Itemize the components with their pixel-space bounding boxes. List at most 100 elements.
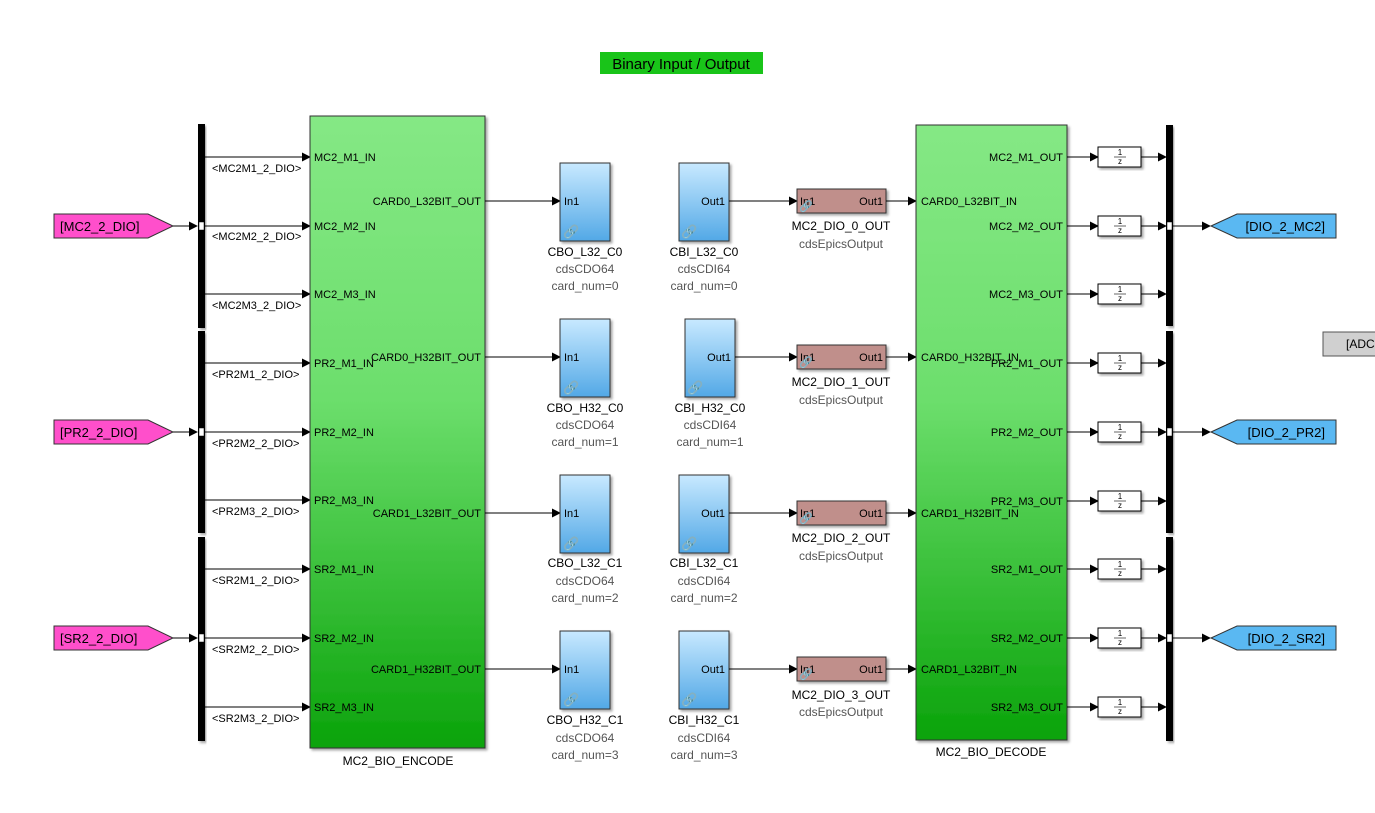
unit-delay-7: 1z [1097, 627, 1142, 649]
signal-label: <SR2M3_2_DIO> [212, 713, 299, 725]
link-icon: 🔗 [563, 535, 579, 552]
block-name: CBI_H32_C0 [675, 401, 746, 415]
port-label: Out1 [701, 196, 725, 208]
port-label: CARD0_L32BIT_OUT [373, 196, 481, 208]
cdi-block-2[interactable]: Out1 🔗 CBI_L32_C1 cdsCDI64 card_num=2 [670, 474, 739, 605]
link-icon: 🔗 [799, 667, 813, 681]
port-label: Out1 [701, 508, 725, 520]
cdo-block-0[interactable]: In1 🔗 CBO_L32_C0 cdsCDO64 card_num=0 [548, 162, 623, 293]
unit-delay-5: 1z [1097, 490, 1142, 512]
port-label: MC2_M3_IN [314, 289, 376, 301]
link-icon: 🔗 [799, 511, 813, 525]
svg-text:[SR2_2_DIO]: [SR2_2_DIO] [60, 631, 137, 646]
output-tag-pr2[interactable]: [DIO_2_PR2] [1209, 419, 1337, 445]
port-label: CARD1_L32BIT_OUT [373, 508, 481, 520]
svg-text:1: 1 [1118, 423, 1123, 432]
epics-block-0[interactable]: In1 Out1 🔗 MC2_DIO_0_OUT cdsEpicsOutput [792, 188, 891, 251]
decode-output-ports: MC2_M1_OUT MC2_M2_OUT MC2_M3_OUT PR2_M1_… [989, 152, 1063, 714]
svg-text:z: z [1118, 569, 1122, 578]
block-param: card_num=3 [670, 748, 737, 762]
offscreen-adc-tag[interactable]: [ADC [1322, 331, 1375, 357]
block-param: card_num=1 [676, 435, 743, 449]
bus-selector-left[interactable] [198, 124, 205, 741]
block-name: CBI_H32_C1 [669, 713, 740, 727]
cdo-block-3[interactable]: In1 🔗 CBO_H32_C1 cdsCDO64 card_num=3 [547, 630, 624, 762]
block-name: CBI_L32_C1 [670, 556, 739, 570]
decode-input-ports: CARD0_L32BIT_IN CARD0_H32BIT_IN CARD1_H3… [921, 196, 1019, 676]
svg-text:1: 1 [1118, 285, 1123, 294]
port-label: PR2_M3_OUT [991, 496, 1063, 508]
port-label: Out1 [859, 352, 883, 364]
block-type: cdsCDO64 [556, 418, 615, 432]
unit-delay-0: 1z [1097, 146, 1142, 168]
svg-text:Binary Input / Output: Binary Input / Output [612, 56, 750, 73]
port-label: MC2_M1_IN [314, 152, 376, 164]
diagram-title: Binary Input / Output [600, 52, 763, 74]
block-type: cdsCDI64 [684, 418, 737, 432]
block-type: cdsCDI64 [678, 731, 731, 745]
bus-signal-lines [205, 152, 311, 712]
block-type: cdsCDO64 [556, 262, 615, 276]
encode-output-ports: CARD0_L32BIT_OUT CARD0_H32BIT_OUT CARD1_… [371, 196, 481, 676]
svg-text:1: 1 [1118, 698, 1123, 707]
encode-subsystem[interactable] [309, 115, 486, 749]
link-icon: 🔗 [799, 355, 813, 369]
signal-label: <MC2M1_2_DIO> [212, 163, 301, 175]
tag-to-selector-lines [173, 221, 198, 643]
port-label: CARD1_L32BIT_IN [921, 664, 1017, 676]
unit-delay-2: 1z [1097, 283, 1142, 305]
svg-text:1: 1 [1118, 560, 1123, 569]
epics-block-2[interactable]: In1 Out1 🔗 MC2_DIO_2_OUT cdsEpicsOutput [792, 500, 891, 563]
cdi-to-epics-lines [729, 196, 798, 674]
block-type: cdsEpicsOutput [799, 393, 884, 407]
block-name: CBI_L32_C0 [670, 245, 739, 259]
cdi-block-3[interactable]: Out1 🔗 CBI_H32_C1 cdsCDI64 card_num=3 [669, 630, 740, 762]
block-type: cdsEpicsOutput [799, 237, 884, 251]
cdi-block-0[interactable]: Out1 🔗 CBI_L32_C0 cdsCDI64 card_num=0 [670, 162, 739, 293]
port-label: Out1 [701, 664, 725, 676]
cdo-block-1[interactable]: In1 🔗 CBO_H32_C0 cdsCDO64 card_num=1 [547, 318, 624, 449]
decode-block-name: MC2_BIO_DECODE [936, 745, 1047, 759]
link-icon: 🔗 [563, 691, 579, 708]
port-label: MC2_M1_OUT [989, 152, 1063, 164]
epics-block-1[interactable]: In1 Out1 🔗 MC2_DIO_1_OUT cdsEpicsOutput [792, 344, 891, 407]
epics-to-decode-lines [886, 196, 917, 674]
block-type: cdsCDO64 [556, 731, 615, 745]
svg-text:z: z [1118, 363, 1122, 372]
output-tag-mc2[interactable]: [DIO_2_MC2] [1209, 213, 1337, 239]
port-label: Out1 [707, 352, 731, 364]
svg-text:[DIO_2_PR2]: [DIO_2_PR2] [1248, 425, 1325, 440]
port-label: MC2_M3_OUT [989, 289, 1063, 301]
svg-text:z: z [1118, 501, 1122, 510]
block-param: card_num=3 [551, 748, 618, 762]
block-param: card_num=2 [551, 591, 618, 605]
port-label: MC2_M2_OUT [989, 221, 1063, 233]
port-label: CARD0_L32BIT_IN [921, 196, 1017, 208]
port-label: PR2_M1_IN [314, 358, 374, 370]
epics-block-3[interactable]: In1 Out1 🔗 MC2_DIO_3_OUT cdsEpicsOutput [792, 656, 891, 719]
cdi-block-1[interactable]: Out1 🔗 CBI_H32_C0 cdsCDI64 card_num=1 [675, 318, 746, 449]
unit-delay-blocks[interactable]: 1z 1z 1z 1z 1z 1z 1z 1z 1z [1097, 146, 1142, 718]
port-label: Out1 [859, 664, 883, 676]
input-tag-pr2[interactable]: [PR2_2_DIO] [53, 419, 175, 445]
output-tag-sr2[interactable]: [DIO_2_SR2] [1209, 625, 1337, 651]
decode-subsystem[interactable] [915, 124, 1068, 741]
input-tag-sr2[interactable]: [SR2_2_DIO] [53, 625, 175, 651]
bus-creator-right[interactable] [1166, 125, 1173, 741]
port-label: MC2_M2_IN [314, 221, 376, 233]
input-tag-mc2[interactable]: [MC2_2_DIO] [53, 213, 175, 239]
block-param: card_num=0 [551, 279, 618, 293]
port-label: CARD0_H32BIT_OUT [371, 352, 481, 364]
svg-text:z: z [1118, 157, 1122, 166]
bus-to-tag-lines [1173, 221, 1211, 643]
svg-text:1: 1 [1118, 629, 1123, 638]
signal-label: <SR2M2_2_DIO> [212, 644, 299, 656]
port-label: SR2_M3_IN [314, 702, 374, 714]
block-name: MC2_DIO_3_OUT [792, 688, 891, 702]
encode-block-name: MC2_BIO_ENCODE [343, 754, 454, 768]
unit-delay-1: 1z [1097, 215, 1142, 237]
cdo-block-2[interactable]: In1 🔗 CBO_L32_C1 cdsCDO64 card_num=2 [548, 474, 623, 605]
port-label: Out1 [859, 508, 883, 520]
svg-text:[MC2_2_DIO]: [MC2_2_DIO] [60, 219, 139, 234]
